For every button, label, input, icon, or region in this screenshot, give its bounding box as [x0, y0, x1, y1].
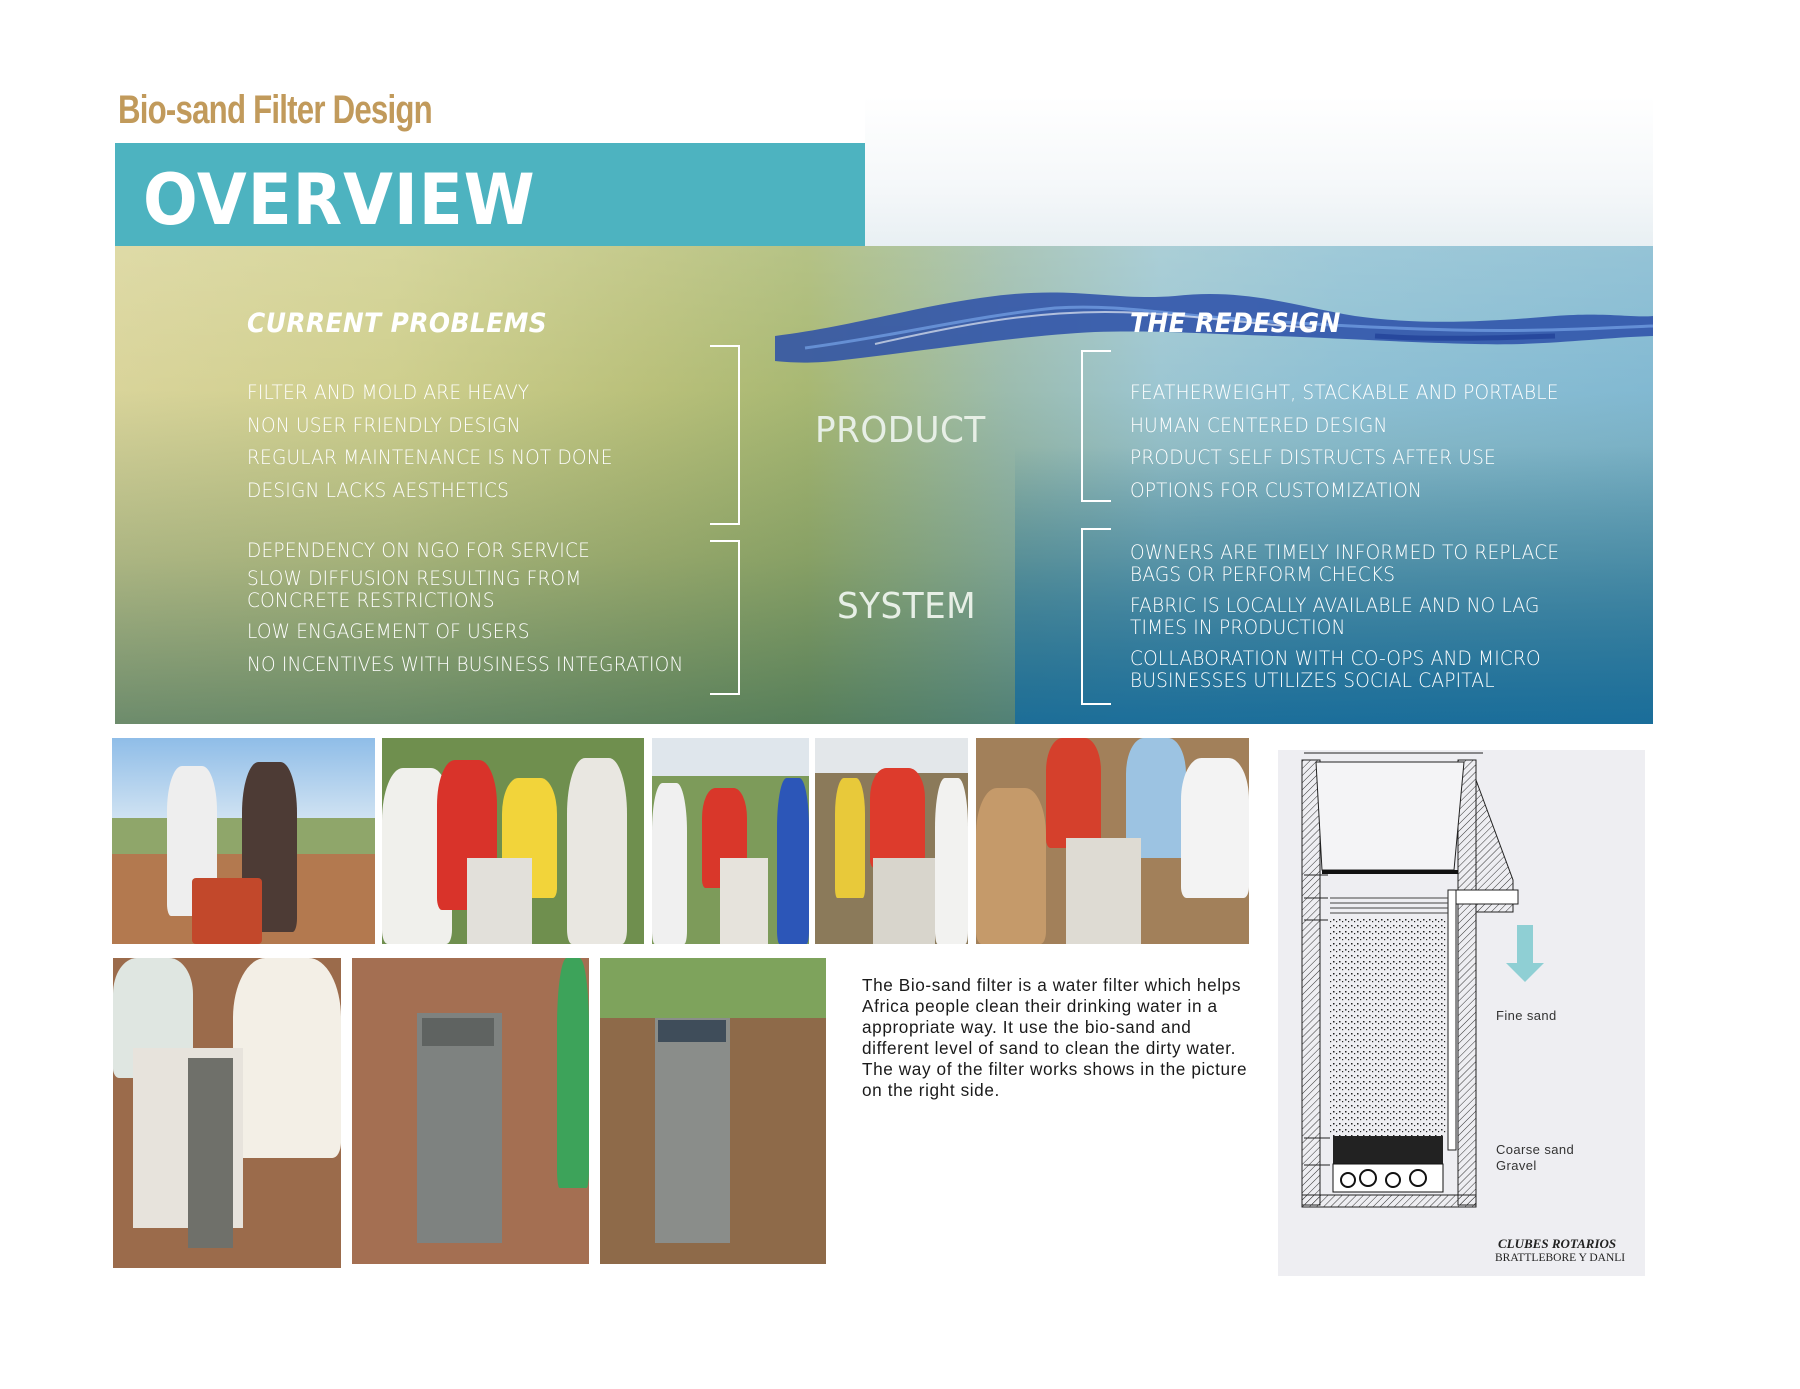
- filter-cross-section-diagram: Fine sand Coarse sand Gravel CLUBES ROTA…: [1278, 750, 1645, 1276]
- fine-sand-label: Fine sand: [1496, 1008, 1557, 1023]
- list-item: FEATHERWEIGHT, STACKABLE AND PORTABLE: [1130, 381, 1559, 404]
- diagram-credit-location: BRATTLEBORE Y DANLI: [1495, 1252, 1626, 1264]
- list-item: NON USER FRIENDLY DESIGN: [247, 413, 521, 437]
- overview-banner: OVERVIEW: [115, 143, 865, 246]
- overview-hero-panel: OVERVIEW CURRENT PROBLEMS FILTER AND MOL…: [115, 96, 1653, 724]
- list-item: FILTER AND MOLD ARE HEAVY: [247, 381, 530, 404]
- photo-installed-filter: [600, 958, 826, 1264]
- photo-filled-mold: [815, 738, 968, 944]
- diagram-credit-org: CLUBES ROTARIOS: [1498, 1236, 1617, 1251]
- deep-water-shade: [1015, 446, 1653, 724]
- filter-diagram-drawing: [1301, 752, 1544, 1208]
- list-item: REGULAR MAINTENANCE IS NOT DONE: [247, 446, 613, 469]
- list-item: HUMAN CENTERED DESIGN: [1130, 413, 1388, 437]
- overview-heading: OVERVIEW: [143, 159, 536, 241]
- water-wave-graphic: [775, 292, 1653, 363]
- list-item: COLLABORATION WITH CO-OPS AND MICRO BUSI…: [1130, 647, 1541, 692]
- photo-mixing-concrete: [382, 738, 644, 944]
- current-system-problems-list: DEPENDENCY ON NGO FOR SERVICE SLOW DIFFU…: [247, 539, 684, 685]
- photo-concrete-filter-body: [352, 958, 589, 1264]
- system-redesign-bracket: [1081, 528, 1111, 705]
- current-problems-heading: CURRENT PROBLEMS: [247, 308, 548, 339]
- list-item: LOW ENGAGEMENT OF USERS: [247, 620, 530, 643]
- redesign-product-list: FEATHERWEIGHT, STACKABLE AND PORTABLE HU…: [1130, 382, 1581, 512]
- product-problems-bracket: [710, 345, 740, 525]
- coarse-sand-label: Coarse sand: [1496, 1142, 1575, 1157]
- list-item: DEPENDENCY ON NGO FOR SERVICE: [247, 539, 590, 562]
- list-item: OPTIONS FOR CUSTOMIZATION: [1130, 478, 1423, 502]
- product-redesign-bracket: [1081, 350, 1111, 502]
- list-item: FABRIC IS LOCALLY AVAILABLE AND NO LAG T…: [1130, 594, 1540, 639]
- list-item: NO INCENTIVES WITH BUSINESS INTEGRATION: [247, 653, 684, 676]
- photo-removing-mold: [113, 958, 341, 1268]
- system-category-label: SYSTEM: [837, 586, 977, 627]
- gravel-label: Gravel: [1496, 1158, 1537, 1173]
- flow-arrow-icon: [1517, 925, 1533, 963]
- document-title: Bio-sand Filter Design: [118, 88, 433, 133]
- photo-mold-press: [976, 738, 1249, 944]
- current-product-problems-list: FILTER AND MOLD ARE HEAVY NON USER FRIEN…: [247, 382, 632, 512]
- list-item: SLOW DIFFUSION RESULTING FROM CONCRETE R…: [247, 567, 582, 612]
- system-problems-bracket: [710, 540, 740, 695]
- list-item: PRODUCT SELF DISTRUCTS AFTER USE: [1130, 446, 1496, 469]
- photo-workers-drum: [112, 738, 375, 944]
- photo-tamping-mold: [652, 738, 809, 944]
- filter-description: The Bio-sand filter is a water filter wh…: [862, 975, 1248, 1100]
- product-category-label: PRODUCT: [815, 410, 986, 451]
- list-item: OWNERS ARE TIMELY INFORMED TO REPLACE BA…: [1130, 541, 1560, 586]
- redesign-heading: THE REDESIGN: [1130, 308, 1341, 339]
- list-item: DESIGN LACKS AESTHETICS: [247, 478, 510, 502]
- sky-background: [865, 96, 1653, 256]
- redesign-system-list: OWNERS ARE TIMELY INFORMED TO REPLACE BA…: [1130, 542, 1610, 701]
